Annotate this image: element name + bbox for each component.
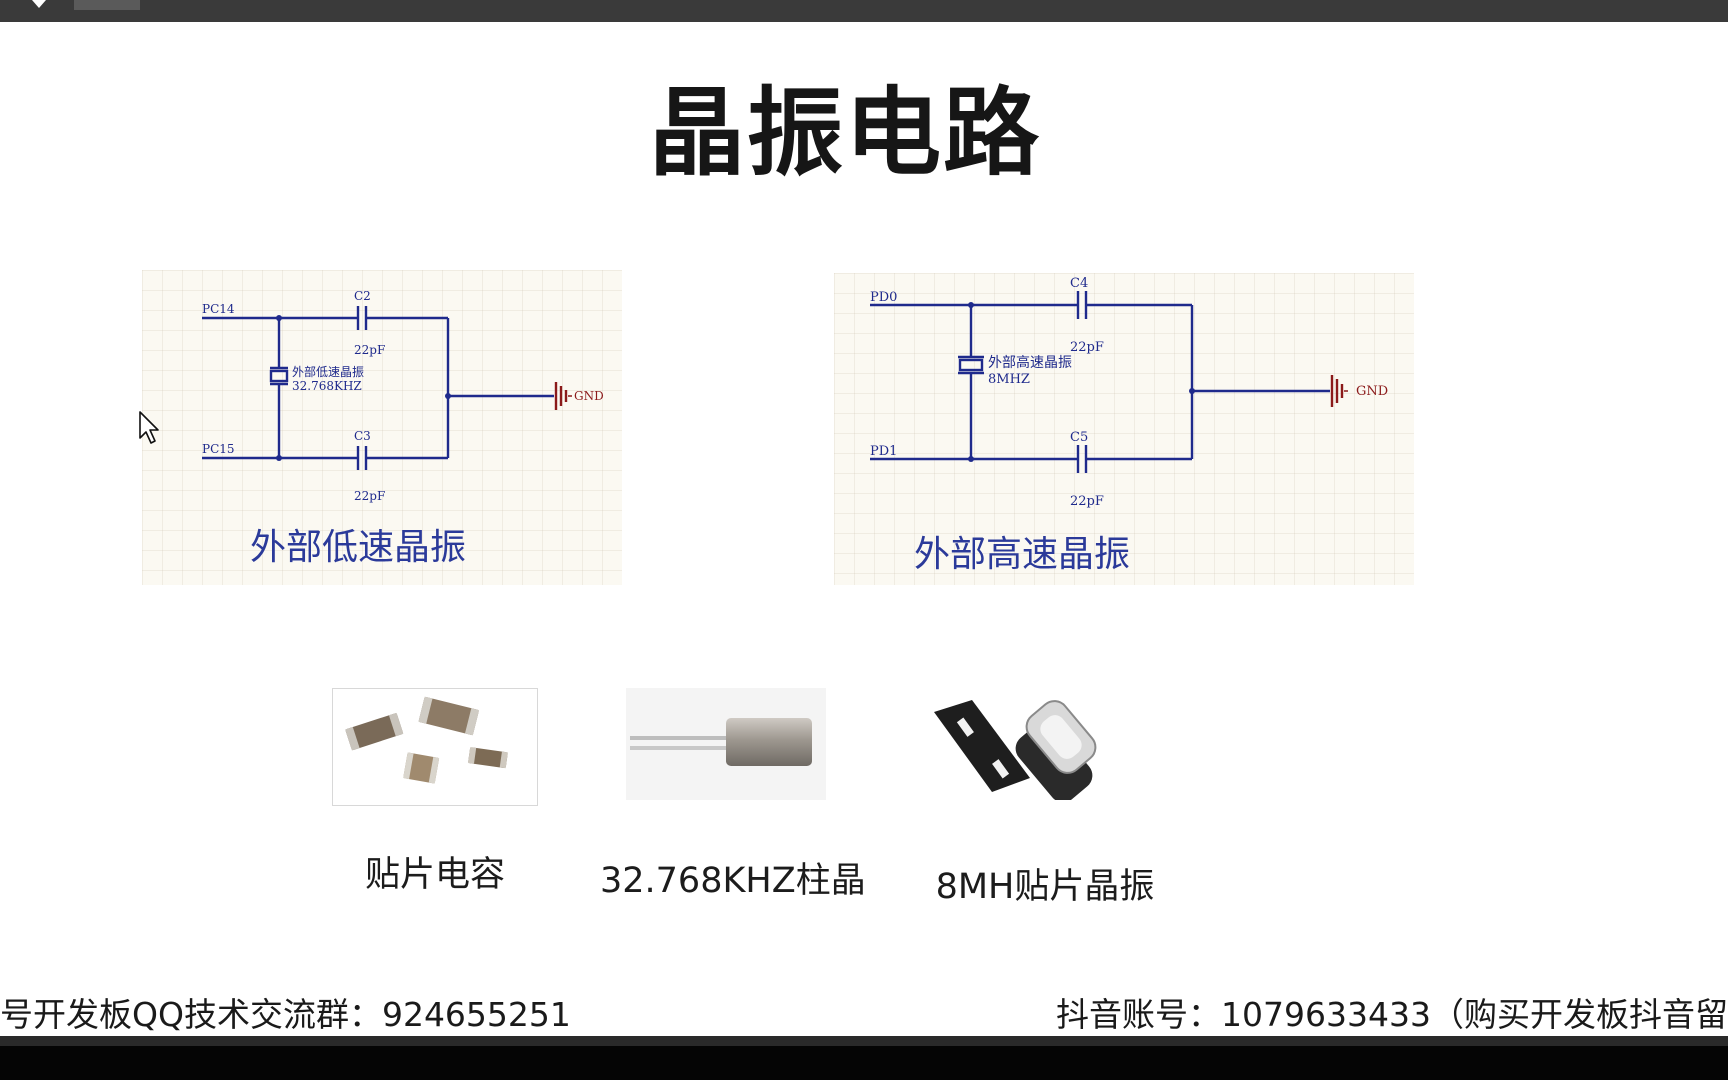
gnd-label: GND <box>1356 384 1388 399</box>
cap-top-ref: C2 <box>354 289 371 303</box>
cap-bottom-ref: C3 <box>354 429 371 443</box>
crystal-frequency: 32.768KHZ <box>292 379 362 393</box>
net-label-out: PD1 <box>870 444 897 459</box>
dropdown-arrow-icon[interactable] <box>28 0 50 10</box>
schematic-caption: 外部低速晶振 <box>250 527 467 568</box>
component-label-smd-capacitor: 贴片电容 <box>364 855 505 895</box>
window-bottom-bar <box>0 1036 1728 1080</box>
footer-qq-group: 号开发板QQ技术交流群：924655251 <box>0 995 571 1034</box>
cap-top-value: 22pF <box>1070 340 1104 355</box>
smd-crystal-photo <box>926 688 1136 800</box>
footer-douyin-account: 抖音账号：1079633433（购买开发板抖音留 <box>1056 995 1728 1034</box>
cylinder-crystal-photo <box>626 688 826 800</box>
cap-bottom-ref: C5 <box>1070 430 1088 445</box>
bottom-bar-divider <box>0 1036 1728 1046</box>
cap-top-value: 22pF <box>354 343 385 357</box>
net-label-in: PC14 <box>202 302 235 316</box>
smd-crystal-image <box>934 700 1097 800</box>
cap-bottom-value: 22pF <box>354 489 385 503</box>
slide-title: 晶振电路 <box>649 77 1041 189</box>
cap-bottom-value: 22pF <box>1070 494 1104 509</box>
cylinder-crystal-image <box>630 718 812 766</box>
schematic-low-speed-crystal: PC14 PC15 C2 22pF C3 22pF 外部低速晶振 32.768K… <box>142 270 622 585</box>
net-label-in: PD0 <box>870 290 897 305</box>
gnd-label: GND <box>574 389 604 403</box>
smd-capacitor-photo <box>332 688 538 806</box>
schematic-caption: 外部高速晶振 <box>914 534 1131 575</box>
schematic-low-drawing: PC14 PC15 C2 22pF C3 22pF 外部低速晶振 32.768K… <box>202 289 604 503</box>
net-label-out: PC15 <box>202 442 235 456</box>
crystal-name: 外部低速晶振 <box>292 364 364 379</box>
crystal-name: 外部高速晶振 <box>988 354 1072 371</box>
component-label-smd-crystal: 8MH贴片晶振 <box>935 867 1155 907</box>
window-top-bar <box>0 0 1728 22</box>
mouse-cursor-icon <box>139 411 159 444</box>
crystal-frequency: 8MHZ <box>988 372 1030 387</box>
window-tab[interactable] <box>74 0 140 10</box>
schematic-high-speed-crystal: PD0 PD1 C4 22pF C5 22pF 外部高速晶振 8MHZ GND … <box>834 273 1414 585</box>
smd-capacitor-image <box>345 696 508 784</box>
schematic-high-drawing: PD0 PD1 C4 22pF C5 22pF 外部高速晶振 8MHZ GND <box>870 276 1388 509</box>
cap-top-ref: C4 <box>1070 276 1088 291</box>
component-label-cylinder-crystal: 32.768KHZ柱晶 <box>600 861 866 901</box>
